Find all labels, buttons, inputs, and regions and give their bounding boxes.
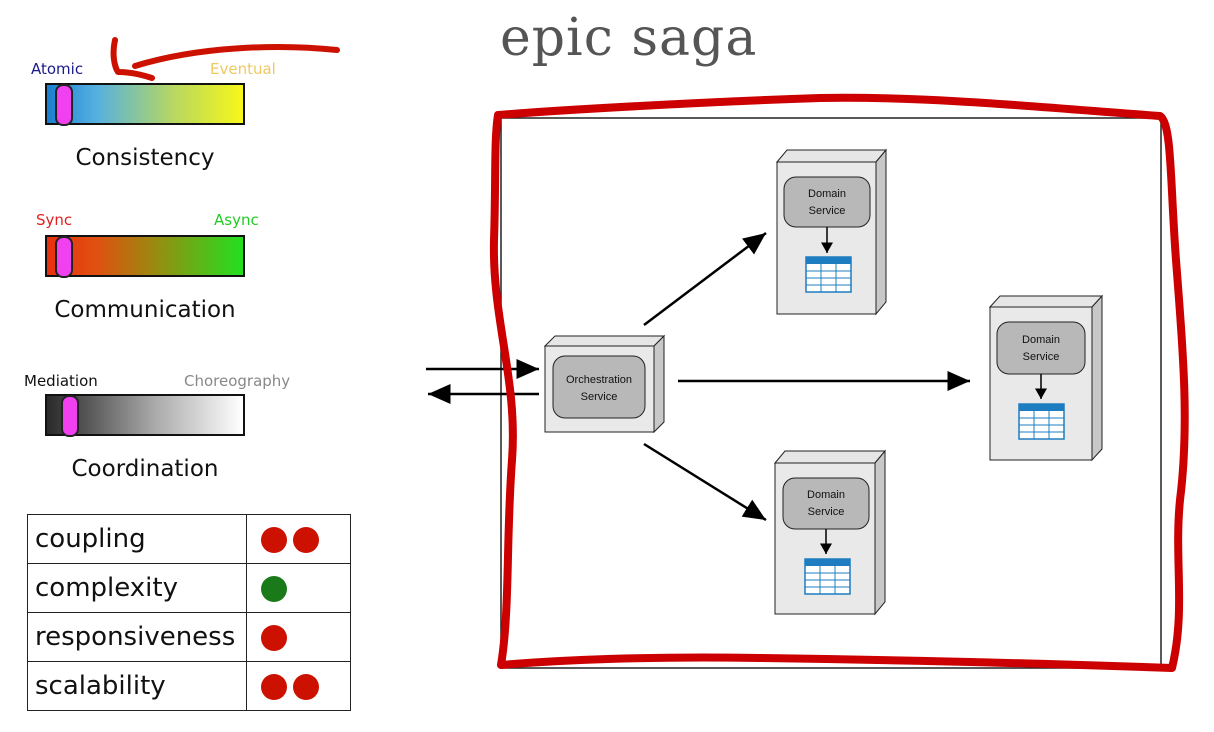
scale-left-sync: Sync xyxy=(36,211,73,229)
communication-label: Communication xyxy=(54,297,236,323)
service-1-line2: Service xyxy=(809,205,846,217)
scale-left-atomic: Atomic xyxy=(31,60,84,78)
metric-rating xyxy=(246,563,351,613)
service-2-line2: Service xyxy=(1023,351,1060,363)
red-dot xyxy=(261,526,287,553)
orchestrator-line2: Service xyxy=(581,391,618,403)
domain-service-3: Domain Service xyxy=(773,449,887,616)
metric-rating xyxy=(246,661,351,711)
red-dot xyxy=(293,526,319,553)
green-dot xyxy=(261,575,287,602)
service-3-line2: Service xyxy=(808,506,845,518)
scale-left-mediation: Mediation xyxy=(24,372,98,390)
page-title: epic saga xyxy=(500,8,758,68)
coordination-handle[interactable] xyxy=(61,395,79,437)
red-dot xyxy=(261,624,287,651)
consistency-label: Consistency xyxy=(75,145,215,171)
service-2-line1: Domain xyxy=(1022,334,1060,346)
orchestrator-line1: Orchestration xyxy=(566,374,632,386)
service-3-line1: Domain xyxy=(807,489,845,501)
red-dot xyxy=(261,673,287,700)
communication-bar xyxy=(45,235,245,278)
highlight-outline xyxy=(489,93,1189,672)
metric-rating xyxy=(246,514,351,564)
coordination-bar xyxy=(45,394,245,437)
metric-label: complexity xyxy=(27,563,247,613)
database-icon xyxy=(1018,403,1065,440)
red-dot xyxy=(293,673,319,700)
metric-row: scalability xyxy=(27,661,351,711)
orchestration-service: Orchestration Service xyxy=(543,334,666,434)
scale-right-eventual: Eventual xyxy=(210,60,276,78)
metric-label: responsiveness xyxy=(27,612,247,662)
arrow-to-service-1 xyxy=(643,232,767,326)
metric-row: complexity xyxy=(27,563,351,613)
domain-service-1: Domain Service xyxy=(775,148,888,316)
metric-label: scalability xyxy=(27,661,247,711)
arrow-to-service-3 xyxy=(643,442,767,522)
metric-rating xyxy=(246,612,351,662)
scale-right-choreography: Choreography xyxy=(184,372,291,390)
metric-row: responsiveness xyxy=(27,612,351,662)
consistency-handle[interactable] xyxy=(55,84,73,126)
coordination-label: Coordination xyxy=(71,456,219,482)
domain-service-2: Domain Service xyxy=(988,294,1104,462)
service-1-line1: Domain xyxy=(808,188,846,200)
communication-handle[interactable] xyxy=(55,236,73,278)
scale-right-async: Async xyxy=(214,211,259,229)
annotation-arrow xyxy=(110,37,340,81)
database-icon xyxy=(804,558,851,595)
database-icon xyxy=(805,256,852,293)
consistency-bar xyxy=(45,83,245,126)
